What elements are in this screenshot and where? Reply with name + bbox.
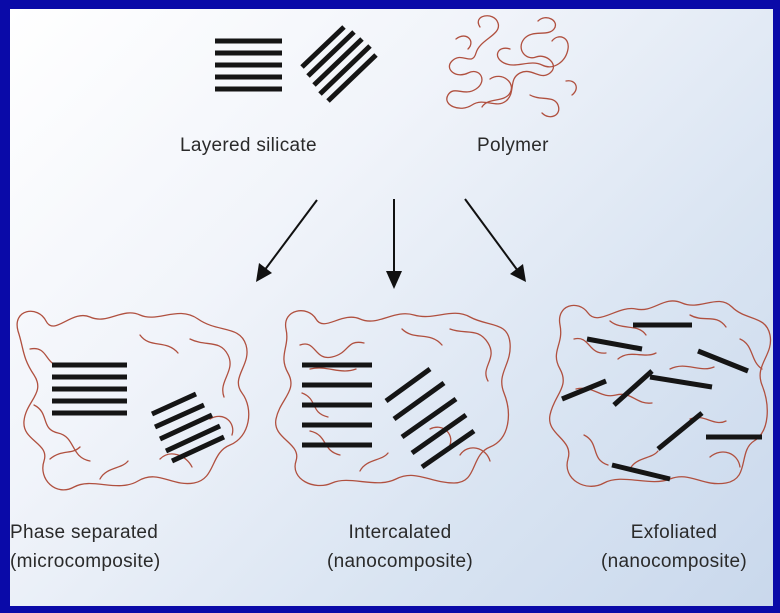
polymer-label: Polymer xyxy=(477,132,549,159)
intercalated-nanocomposite-label: (nanocomposite) xyxy=(300,548,500,575)
arrow-phase-separated xyxy=(256,200,317,282)
silicate-stack-horizontal xyxy=(215,41,282,89)
exfoliated-label: Exfoliated xyxy=(575,519,773,546)
phase-separated-label: Phase separated xyxy=(10,519,158,546)
silicate-stack-tilted xyxy=(302,27,376,101)
diagram-graphics xyxy=(10,9,773,606)
layered-silicate-label: Layered silicate xyxy=(180,132,317,159)
polymer-coil xyxy=(447,16,576,117)
phase-separated-structure xyxy=(17,311,249,490)
intercalated-label: Intercalated xyxy=(300,519,500,546)
exfoliated-structure xyxy=(550,301,771,486)
microcomposite-label: (microcomposite) xyxy=(10,548,161,575)
exfoliated-nanocomposite-label: (nanocomposite) xyxy=(575,548,773,575)
diagram-panel: Layered silicate Polymer Phase separated… xyxy=(10,9,773,606)
intercalated-structure xyxy=(276,311,511,486)
arrow-intercalated xyxy=(386,199,402,289)
arrow-exfoliated xyxy=(465,199,526,282)
